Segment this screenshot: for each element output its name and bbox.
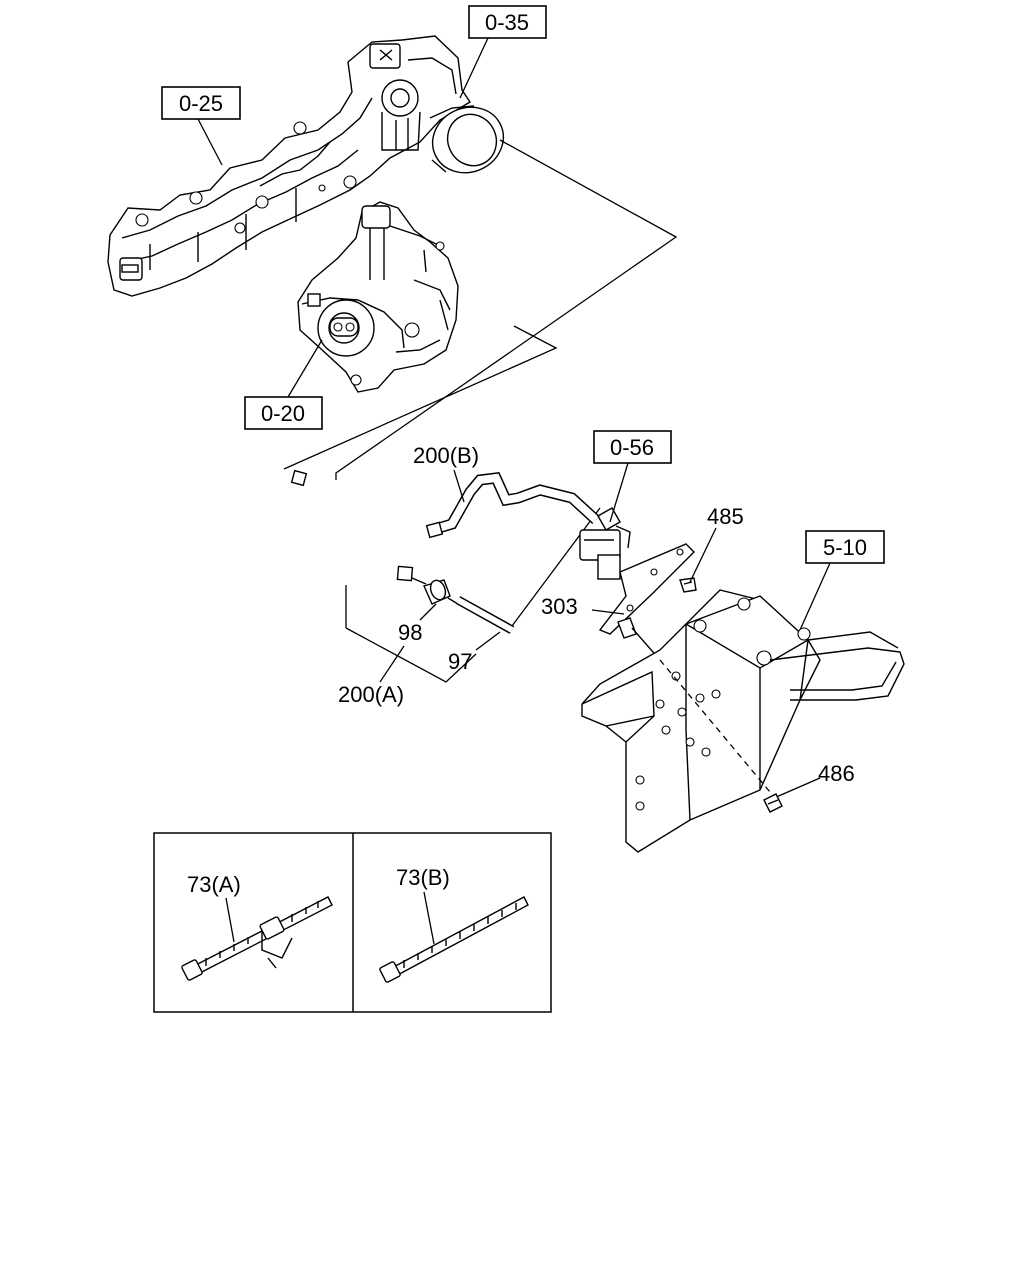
ref-0-25-label: 0-25 xyxy=(179,91,223,116)
ref-5-10-label: 5-10 xyxy=(823,535,867,560)
ref-0-56: 0-56 xyxy=(593,430,672,464)
routing-lines xyxy=(283,139,678,631)
bracket-303 xyxy=(598,543,695,635)
bolt-485 xyxy=(679,577,697,593)
label-200a: 200(A) xyxy=(338,682,404,707)
ref-0-35-label: 0-35 xyxy=(485,10,529,35)
nut-486 xyxy=(763,793,783,813)
solenoid-valve xyxy=(579,507,631,580)
label-485: 485 xyxy=(707,504,744,529)
label-200b: 200(B) xyxy=(413,443,479,468)
label-303: 303 xyxy=(541,594,578,619)
ref-0-56-label: 0-56 xyxy=(610,435,654,460)
intake-manifold xyxy=(107,35,505,297)
label-73b: 73(B) xyxy=(396,865,450,890)
hose-200b xyxy=(425,472,600,539)
ref-leaders xyxy=(197,37,831,631)
part-leaders xyxy=(345,469,821,799)
leader-73b xyxy=(423,891,435,945)
label-73a: 73(A) xyxy=(187,872,241,897)
label-98: 98 xyxy=(398,620,422,645)
ref-0-20-label: 0-20 xyxy=(261,401,305,426)
hose-200a xyxy=(290,469,414,582)
pipe-97 xyxy=(455,596,515,634)
leader-73a xyxy=(225,897,235,943)
check-valve-98 xyxy=(411,577,459,605)
ref-0-35: 0-35 xyxy=(468,5,547,39)
fuel-pump xyxy=(297,201,459,393)
label-486: 486 xyxy=(818,761,855,786)
ref-0-25: 0-25 xyxy=(161,86,241,120)
frame-bracket xyxy=(581,589,905,853)
clip-73a xyxy=(181,896,333,981)
ref-0-20: 0-20 xyxy=(244,396,323,430)
clip-73b xyxy=(379,896,529,983)
ref-5-10: 5-10 xyxy=(805,530,885,564)
